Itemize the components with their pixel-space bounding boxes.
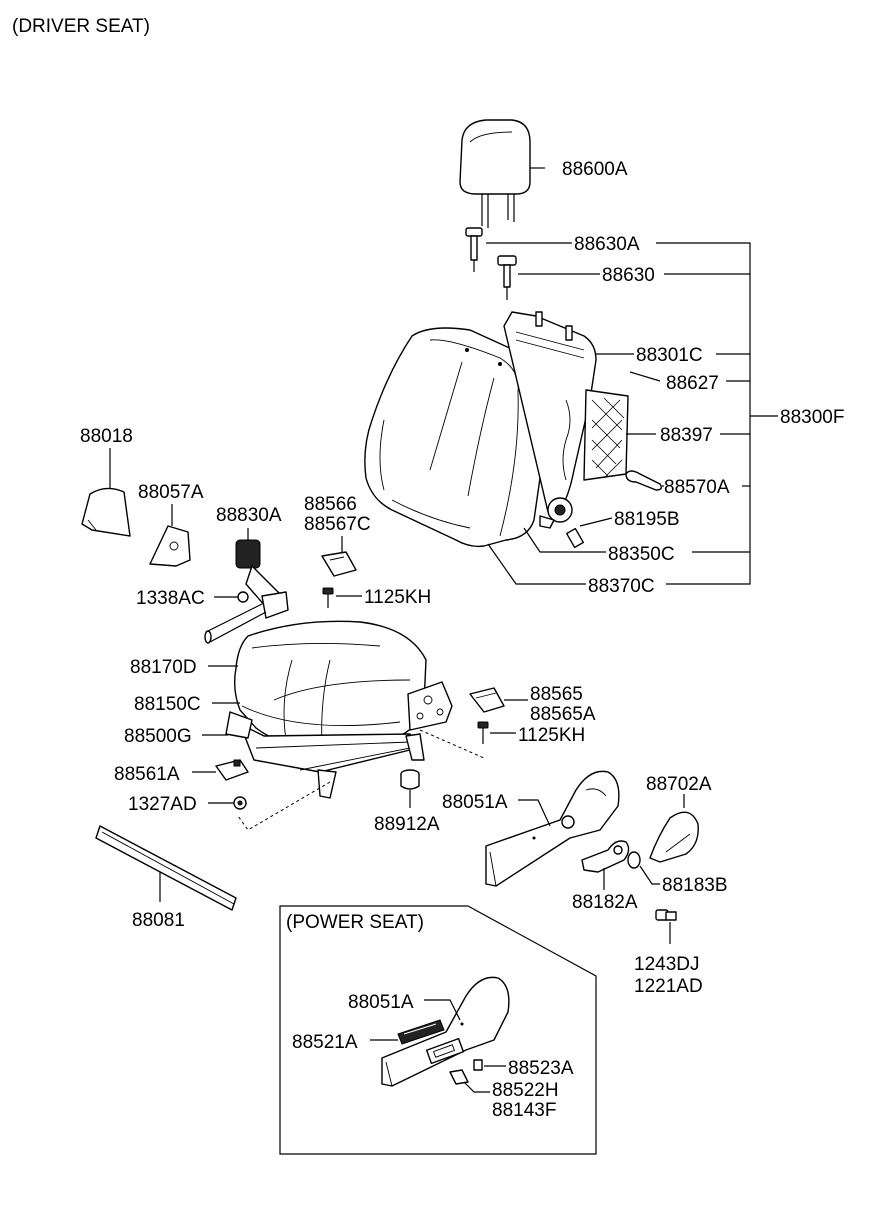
label-88081: 88081: [132, 910, 185, 931]
label-88300F: 88300F: [780, 407, 844, 428]
label-88523A: 88523A: [508, 1058, 574, 1079]
power-seat-switch-icon: [397, 1019, 445, 1045]
label-88195B: 88195B: [614, 509, 680, 530]
seat-cushion-icon: [225, 620, 453, 799]
switch-block-icon: [449, 1069, 469, 1085]
label-88397: 88397: [660, 425, 713, 446]
label-88830A: 88830A: [216, 505, 282, 526]
label-88630A: 88630A: [574, 234, 640, 255]
label-88350C: 88350C: [608, 544, 675, 565]
label-1327AD: 1327AD: [128, 794, 197, 815]
label-88500G: 88500G: [124, 726, 192, 747]
label-88522H: 88522H: [492, 1080, 559, 1101]
label-88182A: 88182A: [572, 892, 638, 913]
bolt-icon: [477, 721, 489, 744]
label-88370C: 88370C: [588, 576, 655, 597]
power-side-cover-icon: [381, 976, 510, 1087]
bracket-cover-icon: [149, 525, 191, 567]
power-seat-box: [279, 905, 597, 1155]
label-88143F: 88143F: [492, 1100, 556, 1121]
screw-icon: [655, 909, 677, 921]
label-88565: 88565: [530, 684, 583, 705]
knob-cover-icon: [649, 811, 699, 863]
power-seat-title: (POWER SEAT): [286, 912, 424, 933]
nut-icon: [233, 796, 247, 810]
label-88566: 88566: [304, 494, 357, 515]
label-88150C: 88150C: [134, 694, 201, 715]
label-88627: 88627: [666, 373, 719, 394]
recline-lever-icon: [625, 470, 663, 491]
headrest-icon: [459, 119, 531, 228]
label-88057A: 88057A: [138, 482, 204, 503]
label-88183B: 88183B: [662, 875, 728, 896]
label-88567C: 88567C: [304, 514, 371, 535]
headrest-guide-icon: [465, 227, 517, 300]
label-88051A: 88051A: [442, 792, 508, 813]
label-1125KH-bottom: 1125KH: [518, 725, 585, 746]
label-88170D: 88170D: [130, 657, 197, 678]
side-trim-cover-icon: [81, 487, 131, 537]
cover-clip-icon: [469, 687, 505, 713]
label-88561A: 88561A: [114, 764, 180, 785]
label-88912A: 88912A: [374, 814, 440, 835]
label-1125KH-top: 1125KH: [364, 587, 431, 608]
seat-back-icon: [364, 327, 554, 548]
side-cover-icon: [485, 770, 620, 887]
label-88702A: 88702A: [646, 774, 712, 795]
seat-belt-buckle-icon: [204, 539, 289, 644]
knob-icon: [581, 840, 630, 873]
label-88301C: 88301C: [636, 345, 703, 366]
bolt-icon: [322, 587, 334, 608]
label-88018: 88018: [80, 426, 133, 447]
cover-cap-icon: [215, 759, 249, 781]
bolt-icon: [565, 517, 613, 549]
plug-cap-icon: [400, 769, 420, 790]
back-frame-icon: [503, 311, 629, 529]
label-1243DJ: 1243DJ: [634, 954, 700, 975]
ring-icon: [627, 851, 641, 869]
diagram-title: (DRIVER SEAT): [12, 16, 150, 37]
switch-knob-icon: [473, 1059, 483, 1071]
label-1221AD: 1221AD: [634, 976, 703, 997]
label-88521A: 88521A: [292, 1032, 358, 1053]
label-1338AC: 1338AC: [136, 588, 205, 609]
label-88051A-power: 88051A: [348, 992, 414, 1013]
cover-clip-icon: [321, 551, 357, 577]
label-88630: 88630: [602, 265, 655, 286]
nut-icon: [237, 591, 249, 603]
label-88600A: 88600A: [562, 159, 628, 180]
label-88570A: 88570A: [664, 477, 730, 498]
trim-strip-icon: [95, 825, 237, 911]
label-88565A: 88565A: [530, 704, 596, 725]
